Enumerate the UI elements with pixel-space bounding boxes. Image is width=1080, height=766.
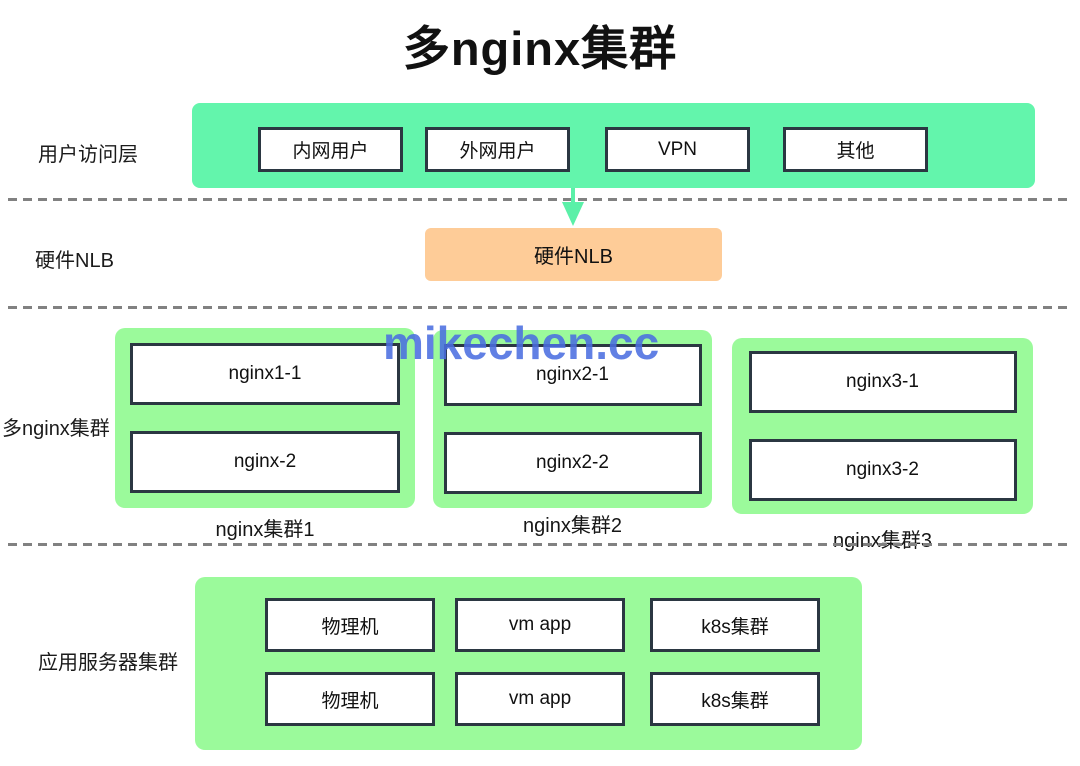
app-layer-container: 物理机 vm app k8s集群 物理机 vm app k8s集群 (195, 577, 862, 750)
divider-2 (8, 306, 1072, 309)
user-box-internet: 外网用户 (425, 127, 570, 172)
app-box-vm: vm app (455, 672, 625, 726)
nginx-cluster-1: nginx1-1 nginx-2 (115, 328, 415, 508)
app-box-k8s: k8s集群 (650, 672, 820, 726)
user-box-other: 其他 (783, 127, 928, 172)
nginx-cluster-2-caption: nginx集群2 (523, 515, 622, 537)
nginx-node: nginx2-1 (443, 344, 702, 406)
app-layer-label: 应用服务器集群 (38, 652, 178, 674)
arrow-down-icon (571, 188, 575, 204)
nginx-cluster-2: nginx2-1 nginx2-2 (433, 330, 712, 508)
page-title: 多nginx集群 (402, 22, 678, 75)
nginx-layer-label: 多nginx集群 (2, 418, 110, 440)
divider-3 (8, 543, 1072, 546)
nginx-node: nginx1-1 (130, 343, 400, 405)
nginx-cluster-3-caption: nginx集群3 (833, 530, 932, 552)
nginx-node: nginx2-2 (443, 432, 702, 494)
nginx-cluster-3: nginx3-1 nginx3-2 (732, 338, 1033, 514)
app-box-physical: 物理机 (265, 598, 435, 652)
nlb-box: 硬件NLB (425, 228, 722, 281)
nginx-cluster-1-caption: nginx集群1 (215, 519, 315, 541)
app-box-physical: 物理机 (265, 672, 435, 726)
user-box-vpn: VPN (605, 127, 750, 172)
nginx-node: nginx3-2 (748, 439, 1017, 501)
app-box-vm: vm app (455, 598, 625, 652)
nginx-node: nginx-2 (130, 431, 400, 493)
divider-1 (8, 198, 1072, 201)
user-box-intranet: 内网用户 (258, 127, 403, 172)
user-layer-container: 内网用户 外网用户 VPN 其他 (192, 103, 1035, 188)
nginx-node: nginx3-1 (748, 351, 1017, 413)
nlb-layer-label: 硬件NLB (35, 250, 114, 272)
app-box-k8s: k8s集群 (650, 598, 820, 652)
arrow-down-head-icon (562, 202, 584, 226)
watermark: mikechen.cc (383, 317, 660, 369)
user-layer-label: 用户访问层 (38, 144, 138, 166)
